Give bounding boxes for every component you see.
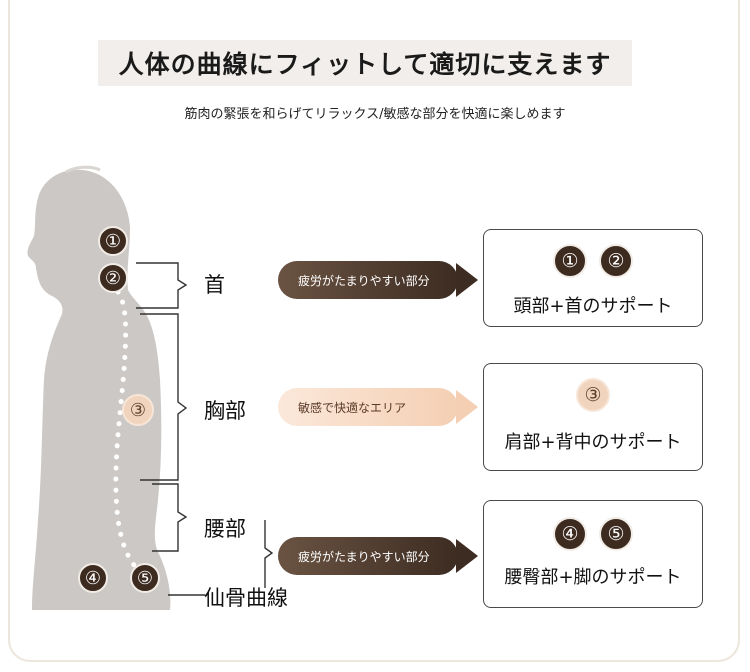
card-marker-5: ⑤ <box>599 517 633 551</box>
region-chest: 胸部 <box>204 399 246 423</box>
support-card-head-neck: ① ② 頭部+首のサポート <box>483 229 703 327</box>
hair-edge <box>65 165 101 174</box>
marker-3: ③ <box>122 394 154 426</box>
card-label: 腰臀部+脚のサポート <box>504 567 682 588</box>
marker-5: ⑤ <box>130 563 160 593</box>
card-marker-1: ① <box>553 244 587 278</box>
support-card-shoulder-back: ③ 肩部+背中のサポート <box>483 363 703 471</box>
human-silhouette <box>27 165 171 610</box>
body-shape <box>27 169 171 610</box>
card-marker-2: ② <box>599 244 633 278</box>
arrow-fatigue-1: 疲労がたまりやすい部分 <box>278 261 458 299</box>
marker-1: ① <box>98 226 128 256</box>
arrow-comfort: 敏感で快適なエリア <box>278 388 458 426</box>
content-frame <box>8 0 740 662</box>
region-neck: 首 <box>204 273 225 297</box>
card-marker-4: ④ <box>553 517 587 551</box>
region-waist: 腰部 <box>204 517 246 541</box>
arrow-fatigue-2: 疲労がたまりやすい部分 <box>278 537 458 575</box>
arrow-head-icon <box>456 263 478 297</box>
card-marker-3: ③ <box>576 378 610 412</box>
support-card-waist-legs: ④ ⑤ 腰臀部+脚のサポート <box>483 500 703 608</box>
spine-dots <box>113 289 143 575</box>
region-sacrum: 仙骨曲線 <box>204 586 288 610</box>
page-subtitle: 筋肉の緊張を和らげてリラックス/敏感な部分を快適に楽しめます <box>184 107 566 122</box>
arrow-head-icon <box>456 539 478 573</box>
arrow-head-icon <box>456 390 478 424</box>
marker-4: ④ <box>78 563 108 593</box>
marker-2: ② <box>98 263 128 293</box>
card-label: 肩部+背中のサポート <box>504 432 682 453</box>
card-label: 頭部+首のサポート <box>513 296 673 317</box>
page-title: 人体の曲線にフィットして適切に支えます <box>98 40 632 86</box>
